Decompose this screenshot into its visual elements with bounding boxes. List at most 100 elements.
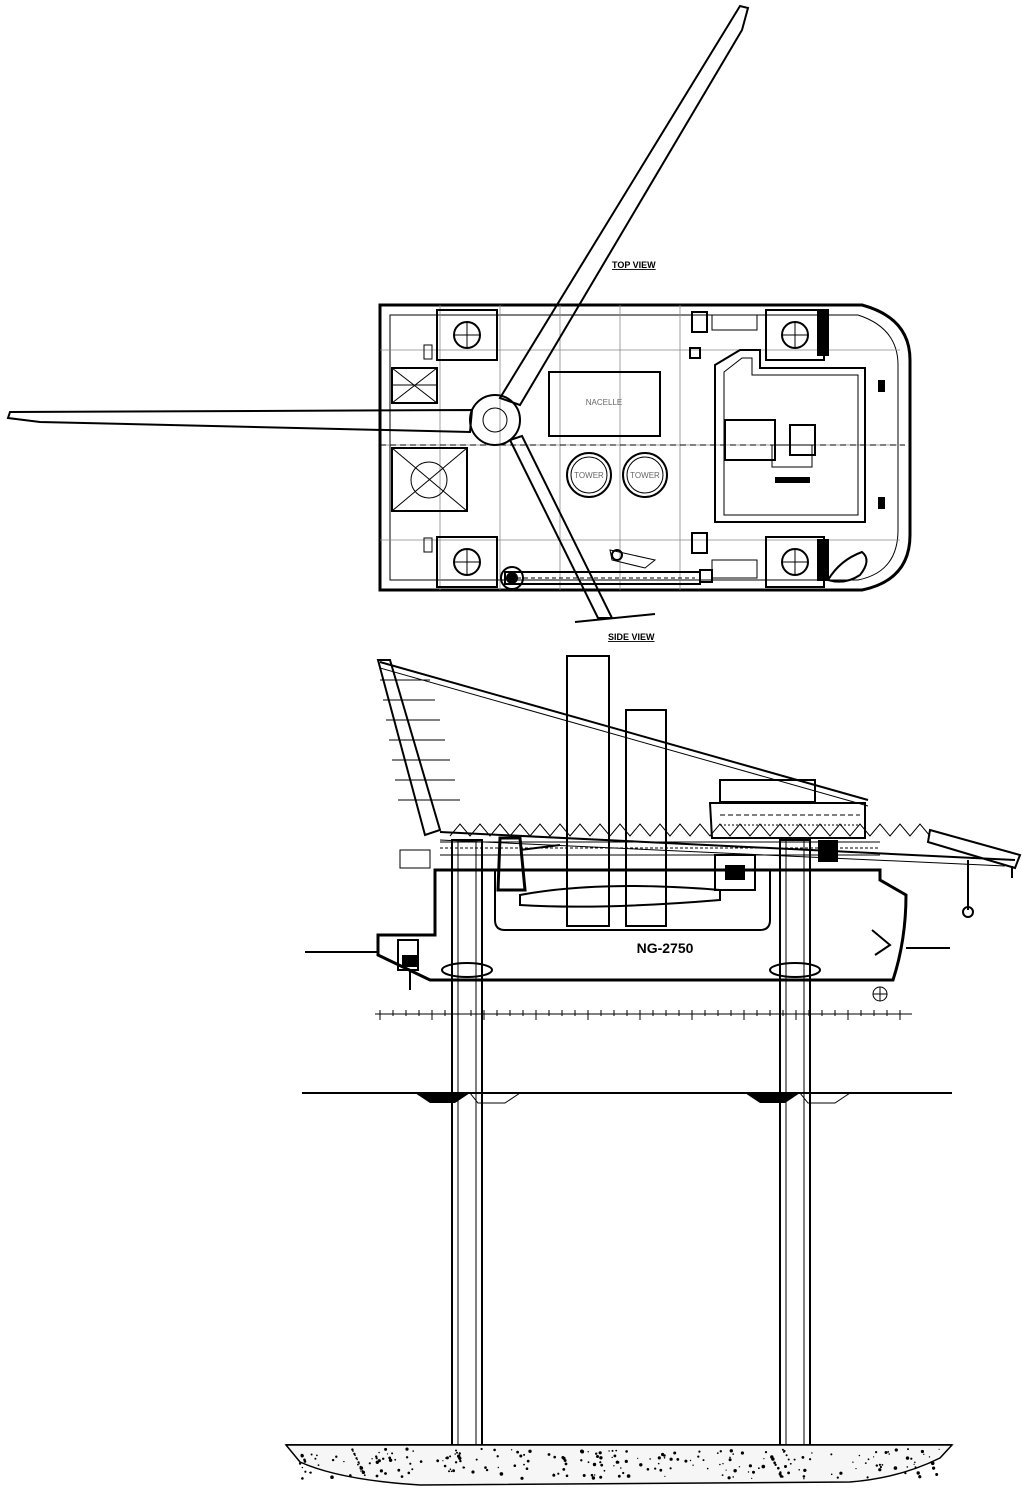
seabed-speckle [449, 1468, 452, 1470]
side-view-hull-inner [494, 870, 771, 931]
seabed-speckle [910, 1457, 913, 1460]
seabed-speckle [657, 1456, 661, 1460]
seabed-speckle [779, 1474, 783, 1478]
seabed-speckle [803, 1468, 807, 1472]
seabed-speckle [839, 1471, 843, 1475]
seabed-speckle [764, 1451, 768, 1454]
seabed-speckle [449, 1455, 452, 1458]
seabed-speckle [904, 1472, 907, 1475]
seabed-speckle [484, 1466, 487, 1469]
seabed-speckle [516, 1450, 519, 1454]
seabed-speckle [887, 1451, 890, 1453]
seabed-speckle [386, 1453, 389, 1455]
seabed-speckle [722, 1463, 724, 1465]
seabed-speckle [405, 1447, 409, 1451]
seabed-speckle [894, 1448, 898, 1452]
seabed-speckle [587, 1451, 589, 1453]
seabed-speckle [787, 1471, 790, 1475]
seabed-speckle [654, 1467, 657, 1470]
seabed-speckle [719, 1450, 722, 1453]
seabed-speckle [603, 1469, 606, 1472]
seabed-speckle [916, 1471, 920, 1475]
seabed-speckle [356, 1458, 358, 1461]
seabed-speckle [878, 1463, 882, 1466]
seabed-speckle [304, 1470, 307, 1473]
seabed-speckle [928, 1456, 931, 1458]
seabed-speckle [595, 1452, 598, 1455]
seabed-speckle [622, 1471, 625, 1475]
seabed-speckle [748, 1464, 753, 1468]
nacelle-label: NACELLE [586, 398, 622, 407]
seabed-speckle [721, 1474, 724, 1476]
seabed-speckle [592, 1462, 597, 1467]
side-view: SIDE VIEW NG-2750 [284, 632, 1022, 1486]
seabed-speckle [360, 1470, 362, 1472]
bow-anchor [871, 929, 892, 956]
seabed-speckle [580, 1459, 583, 1462]
seabed-speckle [774, 1463, 777, 1467]
blade-3-root-line [574, 613, 656, 623]
seabed-speckle [624, 1459, 628, 1463]
seabed-speckle [867, 1458, 870, 1461]
seabed-speckle [657, 1462, 660, 1465]
seabed-speckle [382, 1457, 385, 1461]
seabed-speckle [732, 1453, 734, 1455]
seabed-speckle [639, 1463, 643, 1467]
seabed-speckle [456, 1451, 458, 1454]
seabed-speckle [875, 1451, 878, 1454]
aft-hatch-small [391, 367, 438, 404]
seabed-speckle [310, 1453, 313, 1456]
seabed-speckle [608, 1450, 610, 1452]
top-view-hull [378, 303, 912, 592]
seabed-speckle [914, 1466, 917, 1469]
seabed-speckle [455, 1449, 457, 1452]
seabed-speckle [692, 1464, 694, 1466]
seabed-speckle [773, 1461, 776, 1464]
tower-label-1: TOWER [574, 471, 604, 480]
seabed-speckle [497, 1466, 499, 1469]
seabed-speckle [499, 1472, 504, 1476]
seabed-speckle [751, 1477, 753, 1479]
seabed-speckle [771, 1457, 775, 1461]
seabed-speckle [513, 1464, 517, 1467]
seabed-speckle [565, 1474, 569, 1478]
tower-section-2: TOWER [622, 452, 668, 498]
seabed-speckle [493, 1448, 496, 1452]
seabed-speckle [733, 1469, 737, 1473]
seabed-speckle [331, 1458, 335, 1462]
aft-davit [397, 849, 431, 990]
seabed-speckle [761, 1464, 766, 1469]
seabed-speckle [300, 1454, 304, 1458]
seabed-speckle [580, 1449, 584, 1454]
seabed-speckle [676, 1458, 680, 1461]
seabed-speckle [673, 1451, 677, 1455]
seabed-speckle [600, 1463, 604, 1467]
seabed-speckle [938, 1448, 940, 1450]
seabed-speckle [463, 1466, 466, 1469]
leg-well-aft-starboard [436, 536, 498, 588]
seabed-speckle [740, 1451, 745, 1455]
seabed-speckle [866, 1476, 869, 1479]
seabed-speckle [436, 1459, 440, 1463]
seabed-speckle [412, 1450, 415, 1452]
seabed-speckle [594, 1474, 596, 1476]
seabed-speckle [361, 1470, 366, 1475]
seabed-speckle [557, 1472, 560, 1475]
seabed-speckle [625, 1450, 628, 1453]
seabed-speckle [777, 1466, 780, 1470]
side-view-hull [376, 868, 908, 982]
seabed-speckle [729, 1456, 731, 1459]
seabed-speckle [905, 1456, 910, 1460]
leg-well-aft-port [436, 309, 498, 361]
seabed-speckle [738, 1466, 741, 1468]
seabed-speckle [858, 1454, 861, 1457]
seabed-speckle [611, 1449, 614, 1452]
seabed-speckle [526, 1459, 530, 1463]
seabed-speckle [363, 1474, 366, 1477]
seabed-speckle [442, 1460, 444, 1462]
seabed-speckle [528, 1449, 532, 1454]
seabed-speckle [933, 1468, 935, 1470]
seabed-speckle [354, 1454, 356, 1457]
seabed-speckle [471, 1470, 475, 1474]
top-view-deck-edge [389, 314, 899, 581]
